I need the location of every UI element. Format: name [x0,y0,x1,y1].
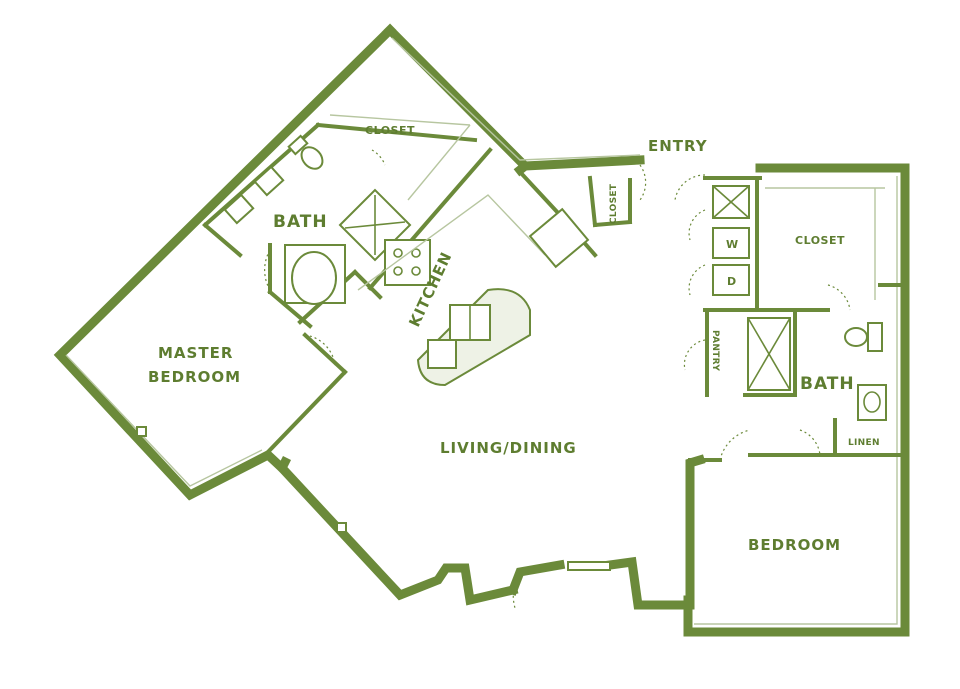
burner-icon [393,266,403,276]
toilet-tank-icon [287,134,309,156]
entry-closet-label: CLOSET [609,183,619,224]
window-marker [136,426,147,437]
bedroom-label: BEDROOM [748,536,841,554]
burner-icon [411,248,421,258]
sink-icon [857,384,887,421]
exterior-walls [53,23,910,637]
master-bedroom-label-line1: MASTER [158,344,233,362]
dryer-icon [712,264,750,296]
linen-label: LINEN [848,438,880,448]
pantry-label: PANTRY [710,330,720,371]
dryer-label: D [727,275,737,288]
master-bedroom-label-line2: BEDROOM [148,368,241,386]
stove-icon [384,239,431,286]
entry-label: ENTRY [648,137,708,155]
washer-icon [712,227,750,259]
sink-icon [253,165,285,197]
room-labels: ENTRY CLOSET BATH MASTER BEDROOM KITCHEN… [148,124,880,554]
master-closet-label: CLOSET [365,124,415,137]
toilet-icon [844,327,868,347]
tub-basin-icon [291,251,337,305]
second-bath-label: BATH [800,374,855,394]
fixtures [136,114,887,571]
toilet-tank-icon [867,322,883,352]
sliding-door-track [567,561,611,571]
right-closet-label: CLOSET [795,234,845,247]
burner-icon [393,248,403,258]
living-dining-label: LIVING/DINING [440,439,577,457]
dishwasher-icon [427,339,457,369]
door-swings [264,149,851,609]
window-marker [336,522,347,533]
washer-label: W [726,238,739,251]
toilet-icon [300,146,324,170]
burner-icon [411,266,421,276]
sink-icon [223,193,255,225]
master-bath-label: BATH [273,212,328,232]
refrigerator-icon [528,207,590,269]
